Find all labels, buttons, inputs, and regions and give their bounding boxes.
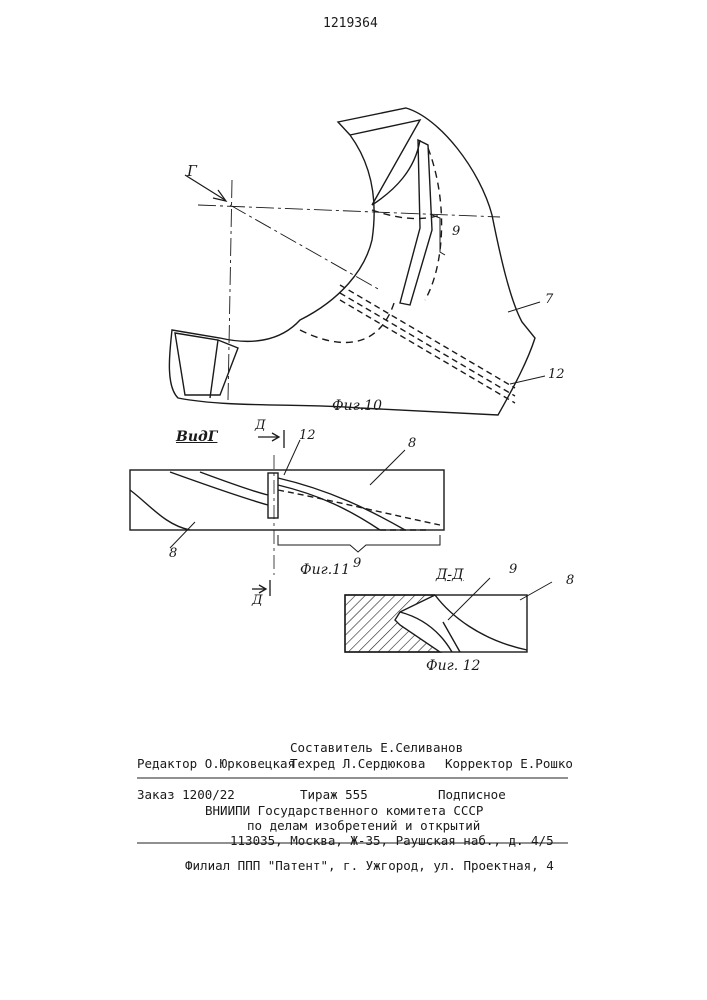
fig11-label-9: 9 [353, 556, 361, 571]
figure-10-drawing [169, 108, 535, 415]
footer-corrector: Корректор Е.Рошко [445, 756, 573, 771]
fig10-outline [169, 108, 535, 415]
fig10-channel-1 [340, 285, 515, 388]
figure-12-drawing [345, 578, 552, 652]
figure-11-drawing [130, 470, 444, 530]
fig10-leaders [508, 302, 545, 384]
fig10-tooth-top [350, 120, 420, 205]
footer-branch: Филиал ППП "Патент", г. Ужгород, ул. Про… [185, 858, 554, 873]
fig11-slot [268, 473, 278, 518]
fig11-caption: Фиг.11 [300, 562, 350, 578]
fig11-bar [130, 470, 444, 530]
fig12-label-8: 8 [566, 573, 574, 588]
fig10-pocket [400, 140, 432, 305]
footer-compiler: Составитель Е.Селиванов [290, 740, 463, 755]
fig11-label-d-bottom: Д [252, 593, 263, 608]
footer-org-line2: по делам изобретений и открытий [247, 818, 480, 833]
fig11-label-d-top: Д [255, 418, 266, 433]
fig10-channel-3 [340, 300, 515, 403]
fig10-label-g: Г [187, 162, 197, 180]
fig11-label-8-bottom: 8 [169, 546, 177, 561]
footer-subscription: Подписное [438, 787, 506, 802]
fig12-section-title: Д-Д [436, 567, 464, 583]
fig12-caption: Фиг. 12 [426, 658, 480, 674]
fig11-label-12: 12 [299, 428, 316, 443]
fig11-view-title: ВидГ [176, 429, 217, 445]
fig10-dashed-arc-2 [300, 300, 395, 342]
footer-editor: Редактор О.Юрковецкая [137, 756, 295, 771]
fig10-label-7: 7 [545, 292, 553, 307]
footer-org-line1: ВНИИПИ Государственного комитета СССР [205, 803, 483, 818]
fig10-label-12: 12 [548, 367, 565, 382]
fig10-channel-2 [340, 293, 515, 396]
fig10-dashed-arc-1 [425, 148, 442, 300]
fig10-label-9: 9 [452, 224, 460, 239]
footer-address: 113035, Москва, Ж-35, Раушская наб., д. … [230, 833, 554, 848]
footer-techred: Техред Л.Сердюкова [290, 756, 425, 771]
footer-circulation: Тираж 555 [300, 787, 368, 802]
fig11-label-8-top: 8 [408, 436, 416, 451]
footer-order: Заказ 1200/22 [137, 787, 235, 802]
fig12-label-9: 9 [509, 562, 517, 577]
fig10-caption: Фиг.10 [332, 398, 382, 414]
